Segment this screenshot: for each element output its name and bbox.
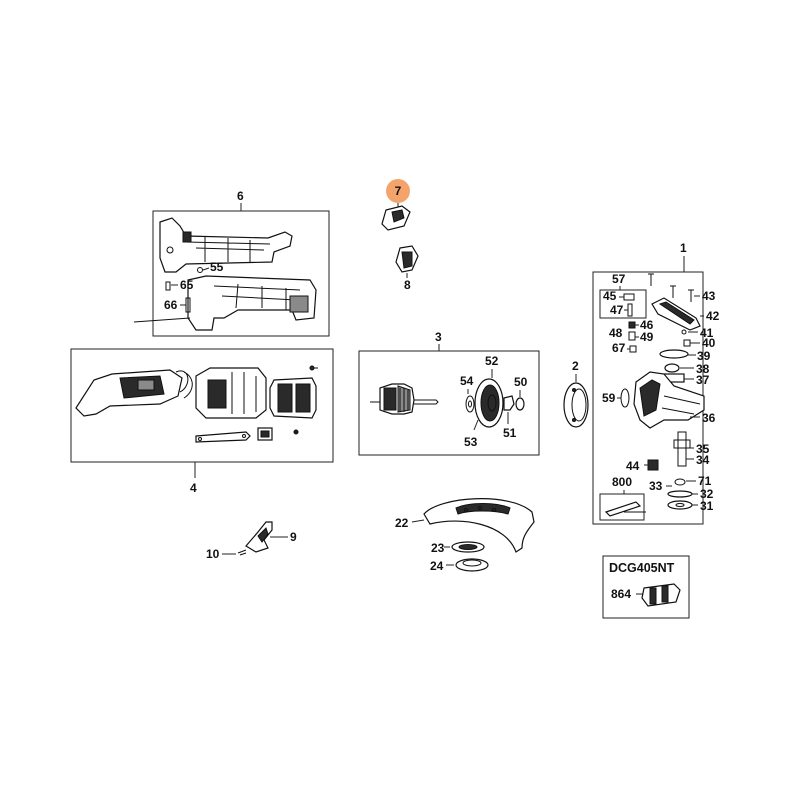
callout-10: 10 — [206, 547, 220, 561]
callout-36: 36 — [702, 411, 716, 425]
callout-37: 37 — [696, 373, 710, 387]
callout-65: 65 — [180, 278, 194, 292]
callout-3: 3 — [435, 330, 442, 344]
callout-59: 59 — [602, 391, 616, 405]
callout-22: 22 — [395, 516, 409, 530]
callout-23: 23 — [431, 541, 445, 555]
upper-housing-part — [159, 217, 293, 273]
callout-8: 8 — [404, 278, 411, 292]
callout-31: 31 — [700, 499, 714, 513]
wrench-part — [604, 501, 642, 517]
callout-50: 50 — [514, 375, 528, 389]
group-3-armature: 3 52 54 51 50 53 — [358, 330, 540, 456]
callout-52: 52 — [485, 354, 499, 368]
bearing-38-part — [664, 363, 680, 373]
group-800-frame — [599, 493, 645, 521]
part-7-highlighted: 7 — [381, 179, 411, 231]
grip-864-part — [641, 583, 681, 607]
spacer-ring-part — [563, 382, 589, 428]
callout-53: 53 — [464, 435, 478, 449]
flange-32-part — [667, 490, 693, 498]
callout-1: 1 — [680, 241, 687, 255]
callout-41: 41 — [700, 326, 714, 340]
model-frame — [602, 555, 690, 619]
washer-part — [659, 349, 689, 359]
callout-42: 42 — [706, 309, 720, 323]
model-name: DCG405NT — [609, 561, 675, 575]
callout-44: 44 — [626, 459, 640, 473]
callout-24: 24 — [430, 559, 444, 573]
callout-46: 46 — [640, 318, 654, 332]
callout-6: 6 — [237, 189, 244, 203]
parts-9-10: 9 10 — [206, 521, 297, 561]
group-1-gear-head: 1 57 45 47 43 42 48 46 49 41 — [592, 241, 720, 525]
part-2: 2 — [563, 359, 589, 428]
callout-32: 32 — [700, 487, 714, 501]
callout-67: 67 — [612, 341, 626, 355]
group-57-frame — [599, 289, 647, 319]
group-4-frame — [70, 348, 334, 463]
callout-38: 38 — [696, 362, 710, 376]
nut-part — [503, 395, 515, 411]
callout-7: 7 — [395, 184, 402, 198]
flange-31-part — [667, 500, 693, 510]
callout-864: 864 — [611, 587, 631, 601]
callout-43: 43 — [702, 289, 716, 303]
callout-33: 33 — [649, 479, 663, 493]
callout-35: 35 — [696, 442, 710, 456]
guard-group: 22 23 24 — [395, 498, 535, 573]
callout-57: 57 — [612, 272, 626, 286]
nut-24-part — [455, 558, 489, 572]
highlight-circle — [386, 179, 410, 203]
callout-71: 71 — [698, 474, 712, 488]
callout-66: 66 — [164, 298, 178, 312]
callout-47: 47 — [610, 303, 624, 317]
group-6-housing: 6 55 65 66 — [133, 189, 330, 337]
group-4-motor: 4 — [70, 348, 334, 495]
callout-45: 45 — [603, 289, 617, 303]
callout-51: 51 — [503, 426, 517, 440]
callout-54: 54 — [460, 374, 474, 388]
callout-49: 49 — [640, 330, 654, 344]
callout-40: 40 — [702, 336, 716, 350]
callout-4: 4 — [190, 481, 197, 495]
group-6-frame — [152, 210, 330, 337]
group-3-frame — [358, 350, 540, 456]
callout-2: 2 — [572, 359, 579, 373]
callout-55: 55 — [210, 260, 224, 274]
callout-9: 9 — [290, 530, 297, 544]
model-variant-box: DCG405NT 864 — [602, 555, 690, 619]
part-8: 8 — [395, 245, 419, 292]
bearing-part — [515, 397, 525, 411]
callout-800: 800 — [612, 475, 632, 489]
callout-48: 48 — [609, 326, 623, 340]
bracket-part — [195, 431, 251, 443]
callout-39: 39 — [697, 349, 711, 363]
callout-34: 34 — [696, 453, 710, 467]
